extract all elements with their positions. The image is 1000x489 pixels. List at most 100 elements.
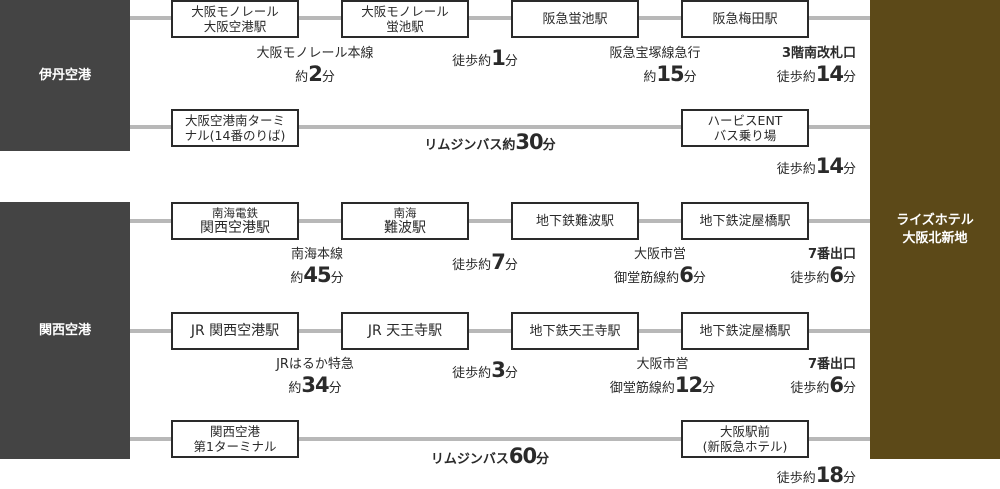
- segment-minutes: 6: [679, 263, 694, 287]
- station-box: 地下鉄淀屋橋駅: [681, 202, 809, 240]
- station-name-line1: 南海電鉄: [212, 206, 258, 220]
- segment-exit-name: 3階南改札口: [781, 46, 856, 61]
- segment-prefix: リムジンバス: [430, 452, 509, 467]
- segment-unit: 分: [692, 271, 706, 286]
- segment-prefix: 御堂筋線約: [614, 271, 680, 286]
- station-box: 阪急蛍池駅: [511, 0, 639, 38]
- destination-line2: 大阪北新地: [902, 230, 968, 246]
- station-box: 阪急梅田駅: [681, 0, 809, 38]
- segment-label: 徒歩約7分: [430, 252, 540, 276]
- segment-prefix: 徒歩約: [776, 471, 816, 486]
- station-name-line1: 南海: [393, 206, 417, 220]
- station-name-line2: (新阪急ホテル): [702, 439, 788, 454]
- segment-unit: 分: [683, 70, 697, 85]
- segment-label: 大阪モノレール本線 約2分: [240, 44, 390, 88]
- station-name-line2: ナル(14番のりば): [184, 128, 286, 143]
- segment-label: 徒歩約18分: [740, 465, 856, 489]
- station-name: 地下鉄淀屋橋駅: [699, 213, 791, 229]
- segment-label: JRはるか特急 約34分: [255, 355, 375, 399]
- segment-prefix: 約: [290, 271, 304, 286]
- segment-label: 大阪市営 御堂筋線約12分: [595, 355, 730, 399]
- segment-unit: 分: [842, 471, 856, 486]
- route-line-nankai: [130, 219, 870, 223]
- segment-exit-name: 7番出口: [807, 357, 856, 372]
- segment-prefix: 徒歩約: [790, 271, 830, 286]
- station-name-line2: 難波駅: [384, 220, 426, 236]
- station-name-line1: 大阪空港南ターミ: [184, 113, 285, 128]
- origin-kansai-airport: 関西空港: [0, 202, 130, 459]
- segment-prefix: リムジンバス約: [424, 138, 516, 153]
- segment-line-name: 大阪市営: [636, 357, 689, 372]
- segment-exit-name: 7番出口: [807, 247, 856, 262]
- segment-label: 阪急宝塚線急行 約15分: [590, 44, 720, 88]
- segment-unit: 分: [842, 381, 856, 396]
- segment-unit: 分: [330, 271, 344, 286]
- segment-prefix: 徒歩約: [452, 54, 492, 69]
- segment-minutes: 30: [515, 130, 543, 154]
- station-box: 関西空港 第1ターミナル: [171, 420, 299, 458]
- station-name-line1: 大阪モノレール: [191, 4, 279, 19]
- segment-unit: 分: [321, 70, 335, 85]
- station-box: 地下鉄難波駅: [511, 202, 639, 240]
- station-name-line1: 大阪モノレール: [361, 4, 449, 19]
- segment-minutes: 3: [491, 358, 506, 382]
- station-name: 阪急蛍池駅: [542, 11, 608, 27]
- segment-label: 大阪市営 御堂筋線約6分: [595, 245, 725, 289]
- station-name-line2: 第1ターミナル: [193, 439, 277, 454]
- segment-unit: 分: [504, 54, 518, 69]
- destination-line1: ライズホテル: [896, 212, 974, 228]
- route-line-kansai-bus: [130, 437, 870, 441]
- segment-prefix: 約: [643, 70, 657, 85]
- segment-prefix: 徒歩約: [790, 381, 830, 396]
- station-box: 大阪空港南ターミ ナル(14番のりば): [171, 109, 299, 147]
- segment-prefix: 御堂筋線約: [609, 381, 675, 396]
- segment-minutes: 2: [308, 62, 323, 86]
- segment-minutes: 14: [815, 62, 844, 86]
- station-name-line2: 蛍池駅: [386, 19, 424, 34]
- station-name-line1: 関西空港: [209, 424, 260, 439]
- segment-minutes: 15: [656, 62, 684, 86]
- station-name: 地下鉄天王寺駅: [529, 323, 621, 339]
- station-name-line1: 大阪駅前: [719, 424, 770, 439]
- segment-label: リムジンバス60分: [405, 446, 575, 470]
- segment-prefix: 徒歩約: [776, 162, 816, 177]
- segment-unit: 分: [504, 258, 518, 273]
- station-name-line2: バス乗り場: [713, 128, 777, 143]
- station-name: 阪急梅田駅: [712, 11, 778, 27]
- segment-line-name: 大阪モノレール本線: [256, 46, 374, 61]
- segment-prefix: 約: [288, 381, 302, 396]
- station-box: 地下鉄天王寺駅: [511, 312, 639, 350]
- station-box: 地下鉄淀屋橋駅: [681, 312, 809, 350]
- origin-itami-airport: 伊丹空港: [0, 0, 130, 151]
- station-name: JR 関西空港駅: [190, 322, 280, 339]
- station-box: 大阪駅前 (新阪急ホテル): [681, 420, 809, 458]
- segment-minutes: 6: [829, 373, 844, 397]
- station-box: 南海電鉄 関西空港駅: [171, 202, 299, 240]
- route-line-itami-train: [130, 16, 870, 20]
- segment-unit: 分: [702, 381, 716, 396]
- station-box: 大阪モノレール 大阪空港駅: [171, 0, 299, 38]
- station-box: 大阪モノレール 蛍池駅: [341, 0, 469, 38]
- segment-label: リムジンバス約30分: [400, 132, 580, 156]
- station-name-line2: 関西空港駅: [200, 220, 270, 236]
- segment-label: 3階南改札口 徒歩約14分: [740, 44, 856, 88]
- segment-minutes: 1: [491, 46, 506, 70]
- station-name: 地下鉄淀屋橋駅: [699, 323, 791, 339]
- segment-label: 7番出口 徒歩約6分: [740, 245, 856, 289]
- segment-minutes: 12: [674, 373, 703, 397]
- destination-hotel: ライズホテル 大阪北新地: [870, 0, 1000, 459]
- segment-label: 南海本線 約45分: [272, 245, 362, 289]
- segment-minutes: 7: [491, 250, 506, 274]
- segment-prefix: 徒歩約: [452, 258, 492, 273]
- segment-unit: 分: [542, 138, 556, 153]
- station-box: 南海 難波駅: [341, 202, 469, 240]
- route-line-itami-bus: [130, 125, 870, 129]
- station-name-line2: 大阪空港駅: [203, 19, 267, 34]
- station-box: JR 関西空港駅: [171, 312, 299, 350]
- segment-prefix: 徒歩約: [452, 366, 492, 381]
- origin-label: 関西空港: [38, 322, 91, 338]
- station-name-line1: ハービスENT: [707, 113, 783, 128]
- segment-minutes: 34: [301, 373, 329, 397]
- segment-minutes: 45: [303, 263, 331, 287]
- segment-line-name: 阪急宝塚線急行: [609, 46, 701, 61]
